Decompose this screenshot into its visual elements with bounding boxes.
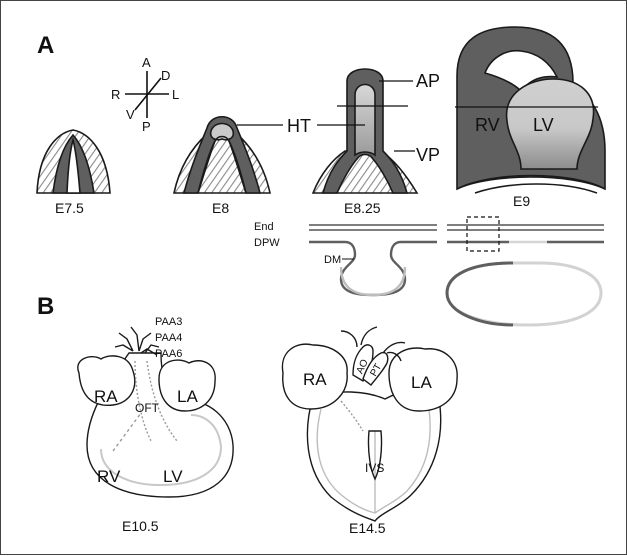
label-ra-e10-5: RA xyxy=(94,387,118,406)
cross-section-e9 xyxy=(447,217,604,325)
heart-e14-5 xyxy=(282,327,457,521)
label-la-e10-5: LA xyxy=(177,387,198,406)
label-ht: HT xyxy=(287,116,311,136)
label-vp: VP xyxy=(416,145,440,165)
embryo-e8 xyxy=(174,117,270,193)
embryo-e7-5 xyxy=(37,130,110,193)
stage-label-e9: E9 xyxy=(513,193,530,209)
label-ra-e14-5: RA xyxy=(303,370,327,389)
label-rv-e10-5: RV xyxy=(97,467,121,486)
label-dm: DM xyxy=(324,254,341,266)
stage-label-e7-5: E7.5 xyxy=(55,200,84,216)
axis-ventral-label: V xyxy=(126,107,135,122)
panel-b-letter: B xyxy=(37,293,54,320)
label-paa6: PAA6 xyxy=(155,348,182,360)
label-ivs: IVS xyxy=(365,461,384,475)
label-lv-e9: LV xyxy=(533,115,554,135)
label-oft: OFT xyxy=(135,401,160,415)
stage-label-e10-5: E10.5 xyxy=(122,518,159,534)
panel-a-letter: A xyxy=(37,32,54,59)
label-la-e14-5: LA xyxy=(411,373,432,392)
stage-label-e14-5: E14.5 xyxy=(349,520,386,536)
label-lv-e10-5: LV xyxy=(163,467,183,486)
embryo-e9 xyxy=(457,27,605,193)
label-end: End xyxy=(254,221,274,233)
axis-posterior-label: P xyxy=(142,119,151,134)
label-rv-e9: RV xyxy=(475,115,500,135)
stage-label-e8-25: E8.25 xyxy=(344,200,381,216)
axis-left-label: L xyxy=(172,87,179,102)
label-paa3: PAA3 xyxy=(155,316,182,328)
stage-label-e8: E8 xyxy=(212,200,229,216)
axis-right-label: R xyxy=(111,87,120,102)
axis-dorsal-label: D xyxy=(161,68,170,83)
label-dpw: DPW xyxy=(254,237,280,249)
embryo-e8-25 xyxy=(313,69,417,193)
axis-anterior-label: A xyxy=(142,55,151,70)
label-paa4: PAA4 xyxy=(155,332,182,344)
label-ap: AP xyxy=(416,71,440,91)
